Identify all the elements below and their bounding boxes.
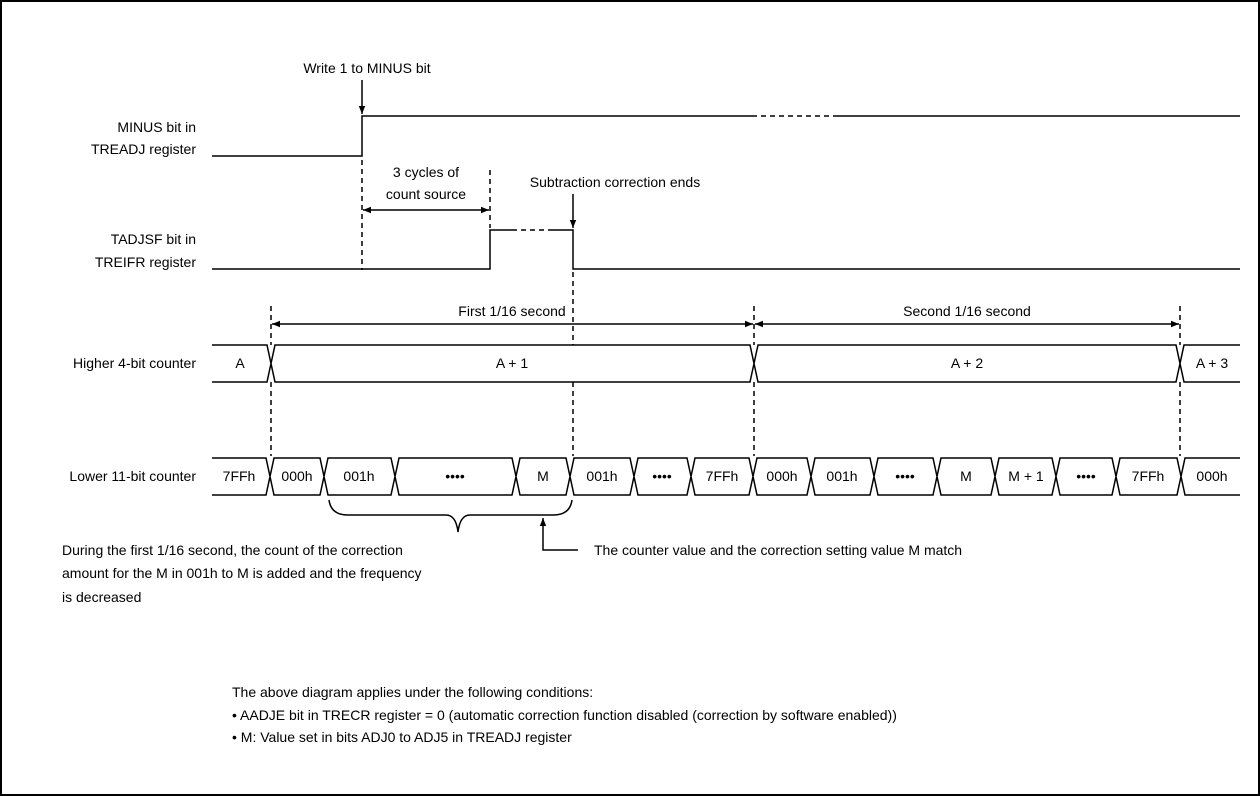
lower-value-1: 000h — [281, 468, 312, 484]
m-match-arrow — [539, 518, 578, 551]
higher-counter-bus — [212, 344, 1240, 383]
lower-value-8: 000h — [766, 468, 797, 484]
lower-value-6: •••• — [652, 468, 672, 484]
lower-value-3: •••• — [445, 468, 465, 484]
during-note-line3: is decreased — [62, 589, 141, 605]
tadjsf-waveform-start — [212, 229, 512, 270]
lower-counter-label: Lower 11-bit counter — [69, 468, 196, 484]
lower-value-4: M — [537, 468, 549, 484]
correction-range-brace — [328, 499, 573, 533]
lower-value-15: 000h — [1196, 468, 1227, 484]
conditions-intro: The above diagram applies under the foll… — [232, 684, 593, 700]
lower-value-13: •••• — [1076, 468, 1096, 484]
higher-value-1: A + 1 — [496, 355, 529, 371]
minus-signal-label-line2: TREADJ register — [91, 141, 196, 157]
write-minus-label: Write 1 to MINUS bit — [303, 60, 430, 76]
during-note-line1: During the first 1/16 second, the count … — [62, 542, 403, 558]
lower-value-2: 001h — [343, 468, 374, 484]
lower-value-7: 7FFh — [706, 468, 739, 484]
subtraction-ends-label: Subtraction correction ends — [530, 174, 700, 190]
during-note-line2: amount for the M in 001h to M is added a… — [62, 565, 422, 581]
lower-value-0: 7FFh — [223, 468, 256, 484]
higher-value-3: A + 3 — [1196, 355, 1229, 371]
lower-value-9: 001h — [826, 468, 857, 484]
minus-waveform — [212, 115, 752, 157]
lower-value-14: 7FFh — [1132, 468, 1165, 484]
lower-counter-bus — [212, 457, 1240, 496]
minus-signal-label-line1: MINUS bit in — [117, 119, 196, 135]
three-cycles-label-line1: 3 cycles of — [393, 164, 459, 180]
tadjsf-waveform-end — [552, 229, 1240, 270]
lower-value-10: •••• — [895, 468, 915, 484]
higher-value-2: A + 2 — [951, 355, 984, 371]
lower-value-11: M — [960, 468, 972, 484]
m-match-note: The counter value and the correction set… — [594, 542, 962, 558]
tadjsf-signal-label-line1: TADJSF bit in — [111, 231, 196, 247]
condition-item-2: • M: Value set in bits ADJ0 to ADJ5 in T… — [232, 729, 572, 745]
higher-value-0: A — [235, 355, 245, 371]
second-sixteenth-label: Second 1/16 second — [903, 303, 1031, 319]
three-cycles-label-line2: count source — [386, 186, 466, 202]
lower-value-5: 001h — [586, 468, 617, 484]
higher-counter-label: Higher 4-bit counter — [73, 355, 196, 371]
lower-value-12: M + 1 — [1008, 468, 1044, 484]
tadjsf-signal-label-line2: TREIFR register — [95, 254, 196, 270]
first-sixteenth-label: First 1/16 second — [458, 303, 565, 319]
condition-item-1: • AADJE bit in TRECR register = 0 (autom… — [232, 707, 897, 723]
